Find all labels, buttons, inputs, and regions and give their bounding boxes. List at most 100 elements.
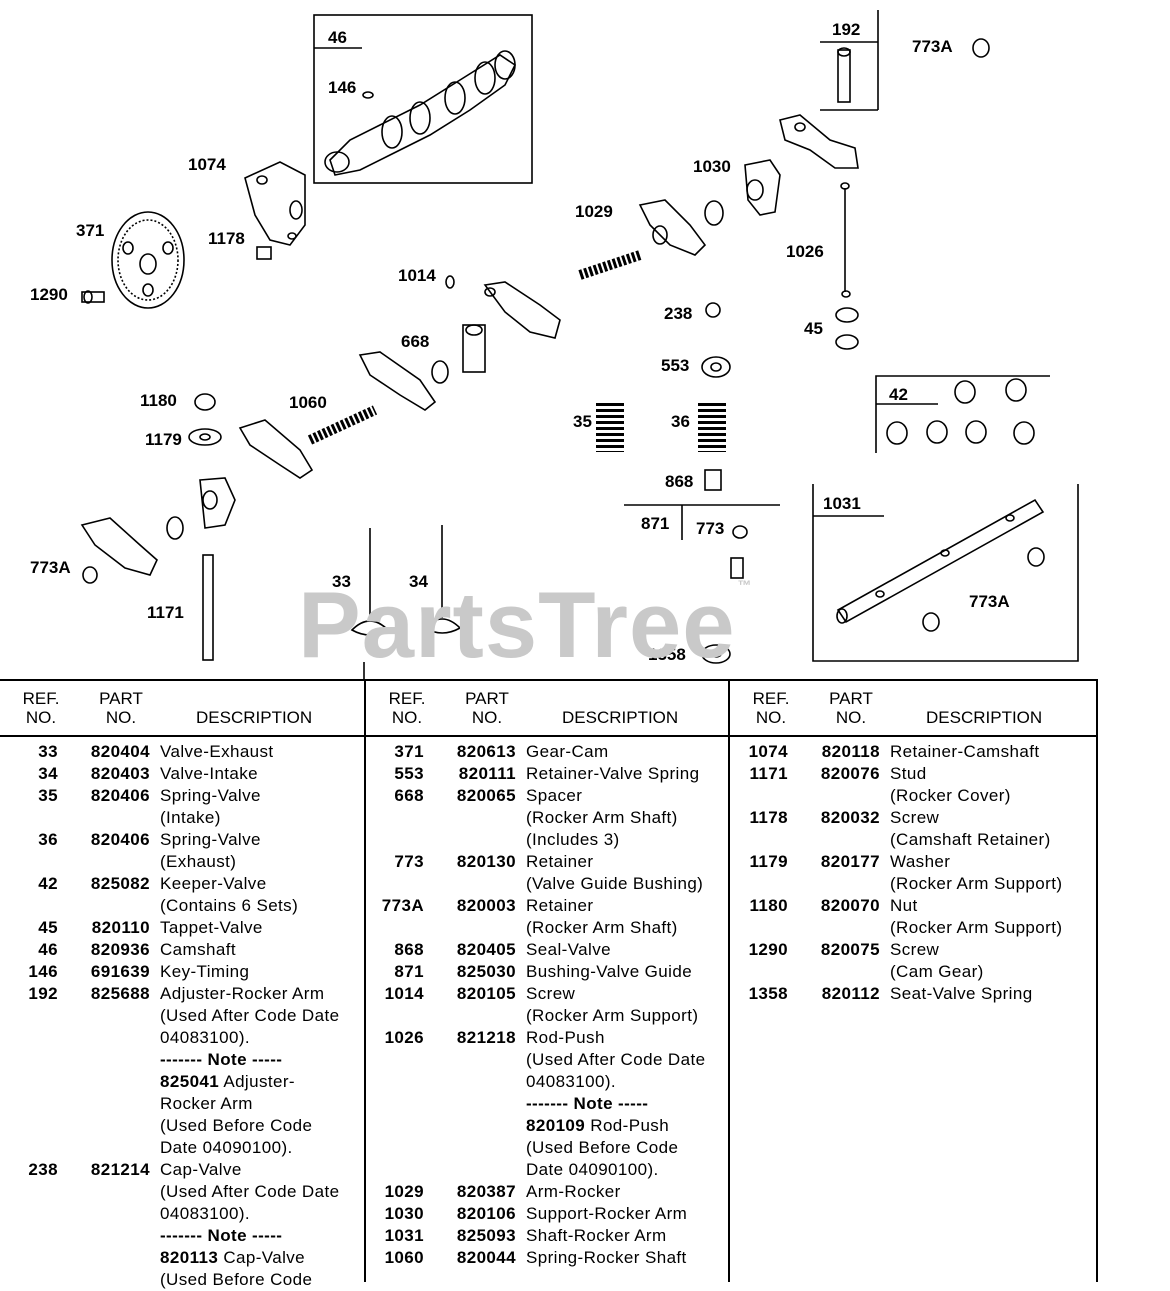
- description: (Cam Gear): [890, 961, 984, 983]
- part-no: [424, 807, 516, 829]
- parts-row: (Rocker Cover): [730, 785, 1096, 807]
- part-no: 820177: [820, 852, 880, 871]
- description: Support-Rocker Arm: [526, 1203, 687, 1225]
- description-text: Date 04090100).: [526, 1160, 659, 1179]
- description-text: (Includes 3): [526, 830, 620, 849]
- description-text: (Rocker Arm Support): [890, 918, 1063, 937]
- ref-no: 871: [394, 962, 424, 981]
- part-no: [58, 1269, 150, 1291]
- ref-no: [366, 1115, 424, 1137]
- description: Retainer: [526, 895, 593, 917]
- description-text: (Cam Gear): [890, 962, 984, 981]
- part-no: [788, 917, 880, 939]
- washer-1179: [188, 428, 222, 446]
- description: 04083100).: [160, 1027, 250, 1049]
- parts-row: (Rocker Arm Support): [730, 917, 1096, 939]
- ref-no: 1180: [749, 896, 788, 915]
- camshaft-inset-box: [313, 14, 533, 184]
- parts-row: (Used Before Code: [0, 1115, 364, 1137]
- ref-no: [366, 873, 424, 895]
- description-text: (Used After Code Date: [160, 1006, 340, 1025]
- part-no: [58, 1247, 150, 1269]
- description-text: (Rocker Cover): [890, 786, 1011, 805]
- part-no: 820003: [456, 896, 516, 915]
- description: Retainer: [526, 851, 593, 873]
- description-text: (Rocker Arm Shaft): [526, 808, 678, 827]
- part-no: 820065: [456, 786, 516, 805]
- description: Tappet-Valve: [160, 917, 263, 939]
- description: Rod-Push: [526, 1027, 605, 1049]
- ref-no: 1179: [749, 852, 788, 871]
- ref-no: 1030: [384, 1204, 424, 1223]
- description-text: (Contains 6 Sets): [160, 896, 299, 915]
- push-rod: [840, 182, 851, 298]
- ref-no: 46: [38, 940, 58, 959]
- valve-tappet: [835, 307, 859, 350]
- ref-no: 33: [38, 742, 58, 761]
- description: (Rocker Arm Support): [890, 917, 1062, 939]
- description-bold: 820113: [160, 1248, 219, 1267]
- callout-label: 773A: [912, 37, 953, 56]
- part-no: 820110: [91, 918, 150, 937]
- description-text: Date 04090100).: [160, 1138, 293, 1157]
- description-text: Spring-Valve: [160, 830, 261, 849]
- description-text: Rod-Push: [526, 1028, 605, 1047]
- description: (Used After Code Date: [160, 1005, 339, 1027]
- description-text: Cap-Valve: [218, 1248, 306, 1267]
- ref-no: [0, 807, 58, 829]
- description-text: Rocker Arm: [160, 1094, 253, 1113]
- description-bold: 820109: [526, 1116, 586, 1135]
- description-bold: ------- Note -----: [160, 1050, 283, 1069]
- timing-key: [362, 91, 374, 99]
- description-text: Arm-Rocker: [526, 1182, 621, 1201]
- callout-label: 773A: [969, 592, 1010, 611]
- part-no: 825030: [456, 962, 516, 981]
- callout-label: 871: [641, 514, 669, 533]
- ref-no: 34: [38, 764, 58, 783]
- ref-no: 146: [28, 962, 58, 981]
- rocker-arm-1029: [638, 199, 707, 256]
- callout-label: 868: [665, 472, 693, 491]
- retainer-773A-shaft: [922, 547, 1045, 632]
- parts-row: (Exhaust): [0, 851, 364, 873]
- ref-no: [366, 1005, 424, 1027]
- description: (Exhaust): [160, 851, 236, 873]
- ref-no: [0, 851, 58, 873]
- column-header: REF. NO. PART NO. DESCRIPTION: [366, 681, 728, 737]
- description: Gear-Cam: [526, 741, 609, 763]
- description: (Used After Code Date: [526, 1049, 705, 1071]
- ref-no: 36: [38, 830, 58, 849]
- ref-no: 1014: [384, 984, 424, 1003]
- description-text: (Rocker Arm Shaft): [526, 918, 678, 937]
- callout-label: 553: [661, 356, 689, 375]
- ref-no: 1026: [384, 1028, 424, 1047]
- part-no: [424, 1093, 516, 1115]
- description: Spring-Rocker Shaft: [526, 1247, 687, 1269]
- description: (Intake): [160, 807, 221, 829]
- part-no: [424, 917, 516, 939]
- description-text: 04083100).: [160, 1204, 251, 1223]
- description: Retainer-Camshaft: [890, 741, 1039, 763]
- callout-label: 1180: [140, 391, 177, 410]
- part-no: 825093: [456, 1226, 516, 1245]
- description-text: Valve-Exhaust: [160, 742, 274, 761]
- description: Spring-Valve: [160, 829, 261, 851]
- callout-label: 773: [696, 519, 724, 538]
- description-text: Retainer: [526, 896, 594, 915]
- description-text: Adjuster-Rocker Arm: [160, 984, 325, 1003]
- description: 04083100).: [526, 1071, 616, 1093]
